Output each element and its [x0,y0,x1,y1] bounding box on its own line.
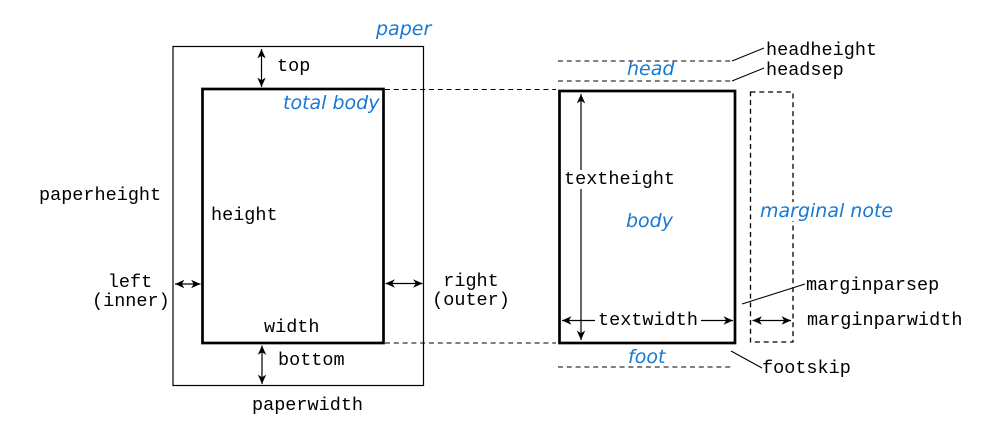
paperheight-label: paperheight [39,185,162,206]
total-body-label: total body [283,92,380,114]
inner-label: (inner) [92,291,170,313]
marginal-note-label: marginal note [757,202,897,221]
headsep-pointer-line [731,67,765,82]
marginparwidth-label: marginparwidth [807,310,963,331]
paper-label: paper [376,18,432,40]
headheight-label: headheight [766,40,878,61]
headheight-pointer-line [731,47,765,62]
right-label: right [443,271,499,292]
body-label: body [626,210,673,232]
headsep-label: headsep [766,60,844,81]
foot-label: foot [628,346,666,368]
textwidth-label: textwidth [595,311,701,330]
footskip-label: footskip [762,358,851,379]
total-body-rect [201,87,385,345]
height-label: height [211,205,278,226]
outer-label: (outer) [432,290,510,312]
left-label: left [107,272,153,293]
width-label: width [264,317,320,338]
top-label: top [277,56,311,77]
paper-rect [172,45,425,387]
textheight-label: textheight [561,170,679,189]
right-outer-label: right (outer) [432,272,510,311]
marginparsep-pointer-line [741,283,806,305]
marginparsep-label: marginparsep [806,275,940,296]
footskip-pointer-line [730,350,763,369]
paperwidth-label: paperwidth [252,395,364,416]
left-inner-label: left (inner) [92,272,170,313]
head-label: head [627,58,675,80]
bottom-label: bottom [278,350,345,371]
body-rect [558,89,737,345]
